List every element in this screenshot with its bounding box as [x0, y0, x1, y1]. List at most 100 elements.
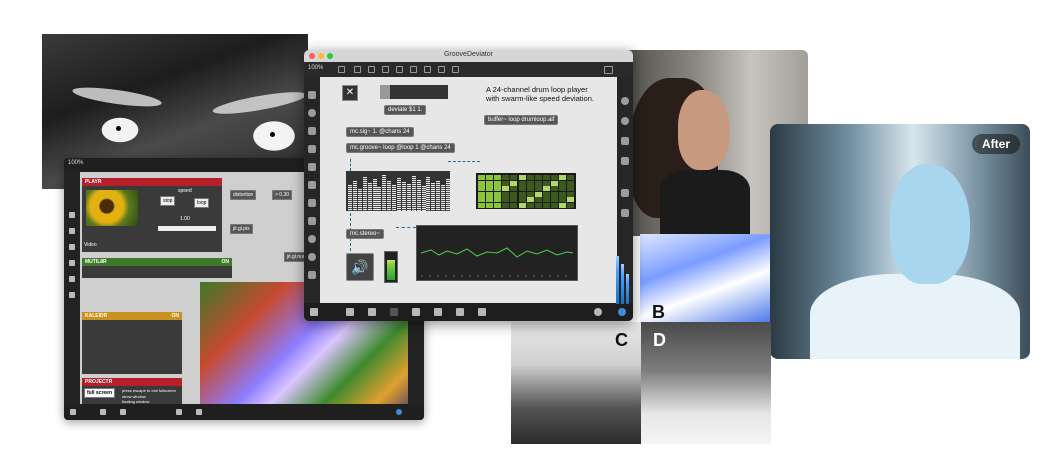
sidebar-icon[interactable] [69, 212, 75, 218]
grid-cell [518, 191, 526, 197]
deviate-message[interactable]: deviate $1 1. [384, 105, 427, 115]
toolbar-icon[interactable] [368, 66, 375, 73]
wrench-icon[interactable] [434, 308, 442, 316]
toolbar-icon[interactable] [438, 66, 445, 73]
window-icon[interactable] [120, 409, 126, 415]
brush-icon[interactable] [412, 308, 420, 316]
grid-cell [550, 175, 558, 180]
grid-cell [478, 197, 485, 203]
jit-gl-pix-object[interactable]: jit.gl.pix [230, 224, 253, 234]
grid-cell [534, 191, 542, 197]
grid-cell [550, 180, 558, 186]
speed-slider[interactable] [158, 226, 216, 231]
mc-stereo-object[interactable]: mc.stereo~ [346, 229, 384, 239]
multislider-bar [411, 176, 416, 211]
distortion-object[interactable]: distortion [230, 190, 257, 200]
multislider-bar [397, 178, 401, 211]
buffer-object[interactable]: buffer~ loop drumloop.aif [484, 115, 559, 125]
loop-button[interactable]: loop [194, 198, 210, 208]
grid-cell [510, 197, 518, 203]
speaker-icon[interactable]: 🔊 [346, 253, 374, 281]
back-zoom-label[interactable]: 100% [68, 160, 84, 166]
toolbar-icon[interactable] [382, 66, 389, 73]
list-icon[interactable] [621, 157, 629, 165]
wrench-icon[interactable] [176, 409, 182, 415]
mc-groove-object[interactable]: mc.groove~ loop @loop 1 @chans 24 [346, 143, 455, 153]
multislider-display[interactable] [346, 171, 450, 211]
comment-line-1: A 24-channel drum loop player [486, 85, 588, 94]
floating-window-option[interactable]: floating window [122, 399, 150, 404]
threshold-object[interactable]: > 0.30 [272, 190, 293, 200]
grid-cell [510, 191, 518, 197]
sidebar-icon[interactable] [69, 292, 75, 298]
music-note-icon[interactable] [308, 145, 316, 153]
back-sidebar [64, 172, 80, 404]
show-window-option[interactable]: show window [122, 394, 146, 399]
window-icon[interactable] [308, 127, 316, 135]
download-icon[interactable] [308, 235, 316, 243]
kaleidr-state[interactable]: ON [171, 313, 180, 319]
toolbar-icon[interactable] [396, 66, 403, 73]
sidebar-icon[interactable] [69, 244, 75, 250]
window-title: GrooveDeviator [443, 51, 494, 58]
toolbar-icon[interactable] [424, 66, 431, 73]
grid-cell [542, 203, 550, 208]
power-icon[interactable] [618, 308, 626, 316]
lock-icon[interactable] [310, 308, 318, 316]
object-icon[interactable] [308, 91, 316, 99]
bracket-icon[interactable] [308, 163, 316, 171]
tile-d-image: D [641, 322, 771, 444]
grid-cell [542, 180, 550, 186]
play-icon[interactable] [594, 308, 602, 316]
fullscreen-button[interactable]: full screen [84, 388, 116, 398]
star-icon[interactable] [308, 271, 316, 279]
grid-cell [526, 186, 534, 192]
power-icon[interactable] [396, 409, 402, 415]
toolbar-icon[interactable] [452, 66, 459, 73]
zoom-level[interactable]: 100% [308, 65, 324, 71]
grid-icon[interactable] [390, 308, 398, 316]
grid-cell [534, 203, 542, 208]
mixer-icon[interactable] [621, 209, 629, 217]
grid-icon[interactable] [604, 66, 613, 74]
camera-icon[interactable] [621, 189, 629, 197]
presentation-icon[interactable] [100, 409, 106, 415]
multislider-bar [357, 189, 362, 211]
mc-sig-object[interactable]: mc.sig~ 1. @chans 24 [346, 127, 414, 137]
grid-cell [518, 203, 526, 208]
window-icon[interactable] [368, 308, 376, 316]
toggle-button[interactable]: ✕ [342, 85, 358, 101]
waveform [420, 247, 574, 277]
keyboard-icon[interactable] [456, 308, 464, 316]
sidebar-icon[interactable] [69, 260, 75, 266]
sidebar-icon[interactable] [69, 228, 75, 234]
presentation-icon[interactable] [346, 308, 354, 316]
circle-icon[interactable] [308, 109, 316, 117]
settings-icon[interactable] [308, 253, 316, 261]
minimize-window-button[interactable] [318, 53, 324, 59]
toolbar-icon[interactable] [410, 66, 417, 73]
speed-slider[interactable] [380, 85, 448, 99]
mutil-state[interactable]: ON [221, 259, 230, 265]
info-icon[interactable] [621, 117, 629, 125]
share-icon[interactable] [308, 217, 316, 225]
image-icon[interactable] [308, 181, 316, 189]
sidebar-icon[interactable] [69, 276, 75, 282]
paperclip-icon[interactable] [308, 199, 316, 207]
book-icon[interactable] [621, 137, 629, 145]
stop-button[interactable]: stop [160, 196, 176, 206]
zoom-window-button[interactable] [327, 53, 333, 59]
search-icon[interactable] [621, 97, 629, 105]
keyboard-icon[interactable] [196, 409, 202, 415]
toolbar-icon[interactable] [338, 66, 345, 73]
grid-cell [534, 197, 542, 203]
close-window-button[interactable] [309, 53, 315, 59]
tile-b-label: B [652, 302, 665, 322]
dots-icon[interactable] [478, 308, 486, 316]
channel-grid-display[interactable] [476, 173, 576, 209]
toolbar-icon[interactable] [354, 66, 361, 73]
grid-cell [542, 186, 550, 192]
lock-icon[interactable] [70, 409, 76, 415]
scope-display[interactable] [416, 225, 578, 281]
grid-cell [510, 203, 518, 208]
